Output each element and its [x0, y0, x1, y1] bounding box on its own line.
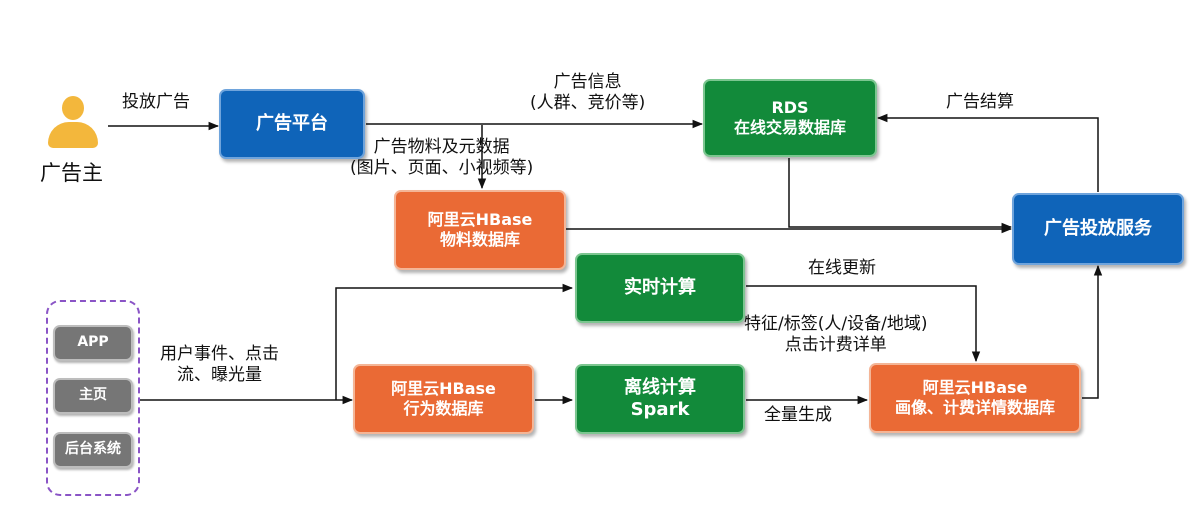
arrow-service-to-rds [876, 113, 1099, 192]
node-rds: RDS 在线交易数据库 [703, 79, 877, 157]
client-backend-system-label: 后台系统 [65, 441, 121, 458]
node-realtime: 实时计算 [575, 253, 745, 323]
node-hbase-material: 阿里云HBase 物料数据库 [394, 190, 566, 270]
node-hbase-profile-title: 阿里云HBase [922, 378, 1028, 397]
edge-label-user-events: 用户事件、点击 流、曝光量 [160, 344, 279, 387]
node-realtime-label: 实时计算 [624, 276, 696, 298]
node-hbase-behavior-title: 阿里云HBase [391, 379, 496, 398]
edge-label-ad-material: 广告物料及元数据 (图片、页面、小视频等) [350, 137, 533, 180]
client-app: APP [53, 325, 133, 361]
edge-label-user-events-line1: 用户事件、点击 [160, 344, 279, 364]
edge-label-place-ad: 投放广告 [122, 92, 190, 112]
edge-label-online-update: 在线更新 [808, 258, 876, 278]
node-offline-subtitle: Spark [630, 399, 690, 420]
edge-label-features-line1: 特征/标签(人/设备/地域) [744, 314, 928, 334]
node-rds-title: RDS [771, 98, 809, 117]
node-offline: 离线计算 Spark [575, 364, 745, 434]
edge-label-user-events-line2: 流、曝光量 [177, 365, 262, 386]
client-sources-group [46, 300, 140, 496]
client-homepage: 主页 [53, 378, 133, 414]
arrow-rds-to-service [788, 158, 1013, 232]
edge-label-features: 特征/标签(人/设备/地域) 点击计费详单 [744, 314, 927, 357]
node-hbase-profile-subtitle: 画像、计费详情数据库 [894, 398, 1055, 417]
node-rds-subtitle: 在线交易数据库 [733, 118, 846, 137]
advertiser-person-icon [46, 96, 100, 152]
client-backend-system: 后台系统 [53, 432, 133, 468]
arrow-behavior-to-realtime [335, 283, 574, 400]
edge-label-ad-material-line1: 广告物料及元数据 [373, 137, 510, 157]
arrow-profile-to-service [1082, 264, 1103, 399]
node-ad-platform: 广告平台 [219, 89, 365, 159]
node-hbase-material-title: 阿里云HBase [427, 210, 533, 229]
client-app-label: APP [77, 334, 109, 351]
client-homepage-label: 主页 [79, 387, 107, 404]
edge-label-settlement: 广告结算 [946, 92, 1014, 112]
advertiser-label: 广告主 [40, 161, 103, 185]
edge-label-ad-material-line2: (图片、页面、小视频等) [350, 158, 534, 179]
node-hbase-material-subtitle: 物料数据库 [439, 230, 520, 249]
arrow-realtime-to-profile [746, 285, 981, 363]
edge-label-ad-info-line1: 广告信息 [553, 72, 622, 92]
node-ad-service-label: 广告投放服务 [1044, 217, 1152, 239]
node-hbase-behavior-subtitle: 行为数据库 [403, 399, 484, 418]
node-offline-title: 离线计算 [624, 376, 696, 398]
edge-label-ad-info: 广告信息 (人群、竞价等) [530, 72, 645, 115]
node-hbase-behavior: 阿里云HBase 行为数据库 [353, 364, 534, 434]
edge-label-full-generate: 全量生成 [764, 405, 832, 425]
node-ad-service: 广告投放服务 [1012, 193, 1184, 265]
edge-label-features-line2: 点击计费详单 [784, 335, 887, 356]
node-ad-platform-label: 广告平台 [256, 112, 328, 134]
edge-label-ad-info-line2: (人群、竞价等) [530, 93, 646, 114]
node-hbase-profile: 阿里云HBase 画像、计费详情数据库 [869, 363, 1081, 433]
